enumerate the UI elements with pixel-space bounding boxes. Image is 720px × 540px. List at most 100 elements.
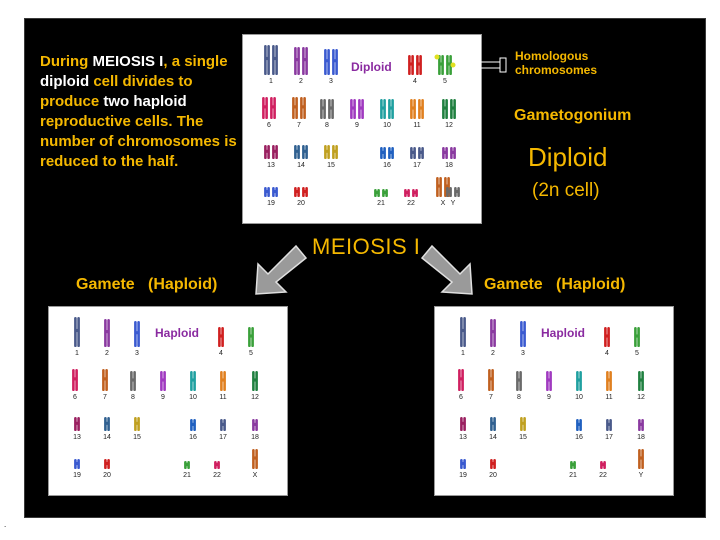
chromosome	[264, 45, 270, 75]
chromosome-number: 13	[459, 434, 467, 441]
chromosome-number: 22	[213, 472, 221, 479]
chromosome-number: 16	[189, 434, 197, 441]
chromosome-number: 14	[489, 434, 497, 441]
chromosome	[160, 371, 166, 391]
chromosome	[490, 319, 496, 347]
chromosome	[600, 461, 606, 469]
chromosome	[252, 419, 258, 431]
chromosome-number: 21	[377, 200, 385, 207]
chromosome	[382, 189, 388, 197]
chromosome-number: Y	[639, 472, 644, 479]
chromosome	[262, 97, 268, 119]
chromosome	[458, 369, 464, 391]
chromosome-number: 19	[73, 472, 81, 479]
chromosome	[294, 187, 300, 197]
chromosome-number: 10	[189, 394, 197, 401]
chromosome	[214, 461, 220, 469]
chromosome-number: 22	[407, 200, 415, 207]
chromosome	[292, 97, 298, 119]
chromosome-number: 8	[131, 394, 135, 401]
chromosome-number: 18	[445, 162, 453, 169]
chromosome	[410, 147, 416, 159]
chromosome-number: 15	[133, 434, 141, 441]
chromosome-number: 5	[635, 350, 639, 357]
chromosome	[570, 461, 576, 469]
chromosome-number: 18	[637, 434, 645, 441]
chromosome-number: 11	[605, 394, 612, 401]
chromosome	[74, 417, 80, 431]
intro-text-highlight: haploid	[129, 93, 187, 110]
chromosome	[460, 317, 466, 347]
chromosome	[388, 147, 394, 159]
chromosome-number: 2	[299, 78, 303, 85]
chromosome	[294, 47, 300, 75]
chromosome	[450, 99, 456, 119]
chromosome	[72, 369, 78, 391]
chromosome	[442, 99, 448, 119]
chromosome-number: 4	[413, 78, 417, 85]
chromosome-number: 20	[103, 472, 111, 479]
chromosome	[332, 145, 338, 159]
karyotype-title: Haploid	[541, 326, 585, 340]
chromosome	[418, 147, 424, 159]
chromosome	[576, 419, 582, 431]
chromosome-number: 7	[297, 122, 301, 129]
chromosome	[460, 417, 466, 431]
chromosome	[410, 99, 416, 119]
chromosome	[104, 417, 110, 431]
chromosome	[418, 99, 424, 119]
chromosome	[248, 327, 254, 347]
chromosome	[460, 459, 466, 469]
intro-text-part: During	[40, 53, 93, 70]
chromosome	[446, 187, 452, 197]
chromosome	[324, 49, 330, 75]
intro-text-part: reproductive cells. The number of chromo…	[40, 113, 237, 170]
chromosome-number: 12	[445, 122, 453, 129]
chromosome-number: 17	[605, 434, 613, 441]
chromosome	[130, 371, 136, 391]
gamete-left-label: Gamete (Haploid)	[76, 276, 218, 293]
chromosome	[252, 371, 258, 391]
chromosome	[220, 371, 226, 391]
chromosome	[490, 417, 496, 431]
chromosome	[380, 99, 386, 119]
chromosome-number: 4	[605, 350, 609, 357]
chromosome	[272, 45, 278, 75]
chromosome-number: 22	[599, 472, 607, 479]
chromosome	[638, 419, 644, 431]
chromosome-number: 21	[183, 472, 191, 479]
chromosome	[388, 99, 394, 119]
chromosome	[412, 189, 418, 197]
chromosome-number: 17	[219, 434, 227, 441]
chromosome-number: 5	[443, 78, 447, 85]
chromosome	[576, 371, 582, 391]
chromosome-number: 20	[489, 472, 497, 479]
chromosome-number: 21	[569, 472, 577, 479]
chromosome	[134, 417, 140, 431]
karyotype-title: Diploid	[351, 60, 392, 74]
chromosome	[520, 321, 526, 347]
chromosome	[604, 327, 610, 347]
arrow-left-icon	[255, 244, 308, 295]
chromosome	[270, 97, 276, 119]
chromosome	[488, 369, 494, 391]
chromosome	[442, 147, 448, 159]
chromosome-number: 11	[413, 122, 420, 129]
chromosome-number: 4	[219, 350, 223, 357]
chromosome-number: 9	[547, 394, 551, 401]
gamete-right-label: Gamete (Haploid)	[484, 276, 626, 293]
chromosome	[490, 459, 496, 469]
chromosome	[438, 55, 444, 75]
chromosome-number: 20	[297, 200, 305, 207]
chromosome	[332, 49, 338, 75]
chromosome	[606, 371, 612, 391]
chromosome	[404, 189, 410, 197]
chromosome	[294, 145, 300, 159]
chromosome	[374, 189, 380, 197]
chromosome	[264, 145, 270, 159]
chromosome-number: 10	[383, 122, 391, 129]
chromosome	[634, 327, 640, 347]
